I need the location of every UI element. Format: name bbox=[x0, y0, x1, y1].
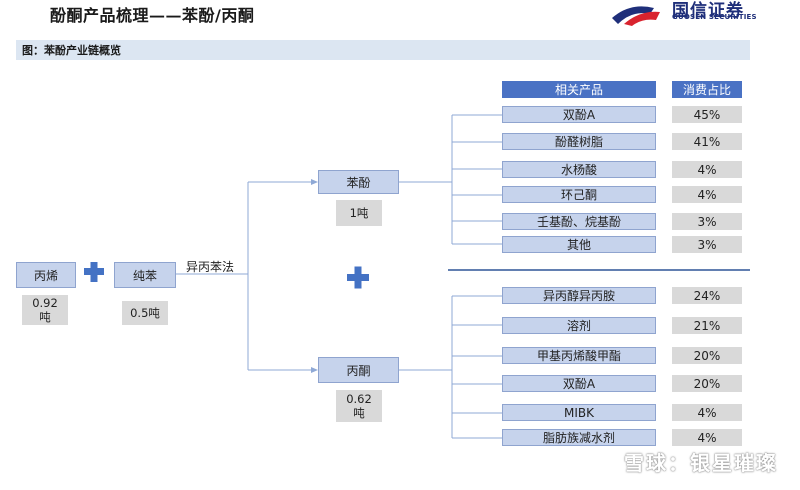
share-header: 消费占比 bbox=[672, 81, 742, 98]
acetone-product-name: MIBK bbox=[502, 404, 656, 421]
benzene-box: 纯苯 bbox=[114, 262, 176, 288]
acetone-product-share: 24% bbox=[672, 287, 742, 304]
phenol-product-name: 酚醛树脂 bbox=[502, 133, 656, 150]
phenol-product-share: 4% bbox=[672, 186, 742, 203]
propylene-box: 丙烯 bbox=[16, 262, 76, 288]
phenol-box: 苯酚 bbox=[318, 170, 399, 194]
acetone-product-name: 双酚A bbox=[502, 375, 656, 392]
figure-caption: 图：苯酚产业链概览 bbox=[22, 44, 121, 57]
acetone-product-share: 4% bbox=[672, 404, 742, 421]
acetone-product-name: 脂肪族减水剂 bbox=[502, 429, 656, 446]
phenol-product-share: 41% bbox=[672, 133, 742, 150]
phenol-product-share: 45% bbox=[672, 106, 742, 123]
plus-icon bbox=[84, 262, 104, 282]
acetone-qty: 0.62 吨 bbox=[336, 390, 382, 422]
logo-subtext: GUOSEN SECURITIES bbox=[672, 13, 757, 21]
acetone-product-share: 20% bbox=[672, 375, 742, 392]
acetone-box: 丙酮 bbox=[318, 357, 399, 383]
phenol-product-name: 双酚A bbox=[502, 106, 656, 123]
acetone-product-name: 异丙醇异丙胺 bbox=[502, 287, 656, 304]
logo-text: 国信证券 bbox=[672, 1, 744, 21]
page-title: 酚酮产品梳理——苯酚/丙酮 bbox=[50, 6, 255, 25]
benzene-qty: 0.5吨 bbox=[122, 301, 168, 325]
figure-caption-bar: 图：苯酚产业链概览 bbox=[16, 40, 750, 60]
phenol-product-share: 4% bbox=[672, 161, 742, 178]
acetone-product-share: 20% bbox=[672, 347, 742, 364]
acetone-product-share: 21% bbox=[672, 317, 742, 334]
plus-icon bbox=[347, 266, 369, 288]
acetone-product-name: 溶剂 bbox=[502, 317, 656, 334]
phenol-product-name: 环己酮 bbox=[502, 186, 656, 203]
phenol-qty: 1吨 bbox=[336, 200, 382, 226]
process-label: 异丙苯法 bbox=[186, 260, 235, 274]
products-header: 相关产品 bbox=[502, 81, 656, 98]
phenol-product-name: 其他 bbox=[502, 236, 656, 253]
logo-mark-icon bbox=[612, 6, 660, 26]
watermark: 雪球：银星璀璨 bbox=[624, 451, 778, 475]
acetone-product-name: 甲基丙烯酸甲酯 bbox=[502, 347, 656, 364]
phenol-product-share: 3% bbox=[672, 236, 742, 253]
phenol-product-share: 3% bbox=[672, 213, 742, 230]
phenol-product-name: 壬基酚、烷基酚 bbox=[502, 213, 656, 230]
phenol-product-name: 水杨酸 bbox=[502, 161, 656, 178]
acetone-product-share: 4% bbox=[672, 429, 742, 446]
company-logo bbox=[610, 0, 800, 26]
propylene-qty: 0.92 吨 bbox=[22, 295, 68, 325]
